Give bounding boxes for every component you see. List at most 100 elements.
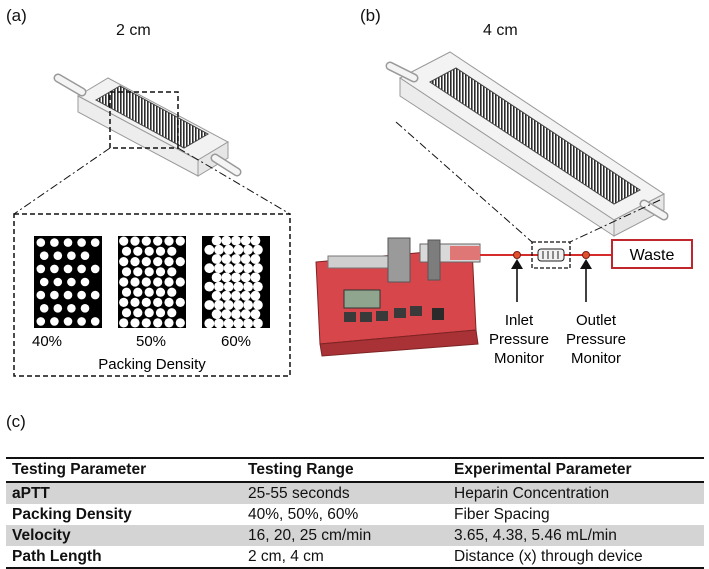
device-4cm-inlet-port	[385, 61, 419, 83]
fiber-circle	[153, 277, 163, 287]
fiber-circle	[240, 290, 251, 301]
fiber-circle	[240, 272, 251, 283]
panel-a-label: (a)	[6, 6, 27, 25]
figure-canvas: 40% 50% 60% Packing Density	[13, 51, 693, 377]
fiber-circle	[53, 251, 63, 260]
pump-knob	[432, 308, 444, 320]
fiber-circle	[80, 304, 90, 313]
fiber-circle	[130, 297, 140, 307]
waste-box	[611, 239, 693, 269]
fiber-circle	[50, 290, 59, 300]
table-cell: Fiber Spacing	[454, 505, 550, 523]
outlet-label-line1: Outlet	[576, 312, 617, 329]
outlet-label-line2: Pressure	[566, 331, 626, 348]
table-cell: Distance (x) through device	[448, 546, 704, 569]
table-header-row: Testing Parameter Testing Range Experime…	[6, 457, 704, 483]
fiber-circle	[36, 264, 46, 274]
fiber-circle	[211, 254, 222, 264]
fiber-circle	[243, 318, 254, 329]
fiber-circle	[77, 238, 86, 247]
table-row: Velocity 16, 20, 25 cm/min 3.65, 4.38, 5…	[6, 525, 704, 546]
fiber-circle	[164, 236, 174, 246]
fiber-circle	[214, 281, 224, 292]
fiber-circle	[63, 290, 73, 300]
density-50-swatch	[118, 236, 186, 328]
table-cell: 40%, 50%, 60%	[248, 505, 359, 523]
fiber-circle	[221, 235, 232, 246]
fiber-circle	[133, 287, 143, 297]
outlet-sensor-dot	[582, 251, 590, 259]
fiber-circle	[211, 272, 222, 283]
device-in-line	[537, 248, 565, 262]
fiber-circle	[240, 254, 251, 264]
fiber-circle	[90, 290, 100, 300]
fiber-circle	[141, 257, 151, 267]
header-testing-parameter: Testing Parameter	[6, 457, 242, 483]
syringe-fluid	[450, 246, 480, 260]
table-cell: 2 cm, 4 cm	[242, 546, 448, 569]
fiber-circle	[39, 277, 49, 287]
pump-button	[410, 306, 422, 316]
fiber-circle	[223, 263, 234, 274]
fiber-circle	[119, 236, 129, 246]
pump-rail	[327, 255, 395, 269]
fiber-circle	[144, 287, 154, 297]
fiber-circle	[144, 246, 154, 256]
fiber-circle	[155, 287, 166, 297]
fiber-circle	[90, 238, 100, 247]
density-60-label: 60%	[221, 333, 251, 350]
fiber-circle	[77, 264, 86, 274]
fiber-circle	[141, 236, 151, 246]
fiber-circle	[80, 277, 90, 287]
fiber-circle	[231, 309, 241, 320]
fiber-circle	[240, 235, 251, 246]
pump-button	[394, 308, 406, 318]
fiber-circle	[50, 264, 59, 274]
fiber-circle	[231, 290, 241, 301]
pump-button	[376, 311, 388, 321]
fiber-circle	[221, 309, 232, 320]
fiber-circle	[221, 272, 232, 283]
fiber-circle	[133, 308, 143, 318]
table-cell: 25-55 seconds	[242, 482, 448, 504]
fiber-circle	[53, 277, 63, 287]
device-2cm-outlet-port	[210, 153, 242, 177]
fiber-circle	[167, 246, 177, 256]
fiber-circle	[231, 254, 241, 264]
fiber-circle	[155, 246, 166, 256]
fiber-circle	[63, 317, 73, 326]
fiber-circle	[130, 318, 140, 328]
fiber-circle	[130, 277, 140, 287]
fiber-circle	[253, 263, 263, 274]
fiber-circle	[253, 300, 263, 310]
fiber-circle	[250, 272, 261, 283]
fiber-circle	[214, 300, 224, 310]
fiber-circle	[121, 308, 132, 318]
fiber-circle	[221, 290, 232, 301]
fiber-circle	[155, 308, 166, 318]
packing-density-caption: Packing Density	[98, 356, 206, 373]
pump-button	[344, 312, 356, 322]
device-2cm-inlet-port	[53, 73, 87, 97]
fiber-circle	[253, 244, 263, 255]
inlet-label-line1: Inlet	[505, 312, 534, 329]
header-testing-range: Testing Range	[242, 457, 448, 483]
fiber-circle	[250, 254, 261, 264]
fiber-circle	[233, 263, 244, 274]
fiber-circle	[231, 272, 241, 283]
fiber-circle	[36, 317, 46, 326]
fiber-circle	[250, 290, 261, 301]
fiber-circle	[80, 251, 90, 260]
fiber-circle	[121, 246, 132, 256]
inlet-label-line2: Pressure	[489, 331, 549, 348]
fiber-circle	[119, 277, 129, 287]
table-cell: Packing Density	[12, 505, 132, 523]
fiber-circle	[133, 267, 143, 277]
fiber-circle	[233, 318, 244, 329]
testing-parameters-table: Testing Parameter Testing Range Experime…	[6, 457, 704, 569]
table-row: aPTT 25-55 seconds Heparin Concentration	[6, 482, 704, 504]
density-40-swatch	[34, 236, 102, 328]
fiber-circle	[144, 267, 154, 277]
fiber-circle	[39, 251, 49, 260]
fiber-circle	[243, 244, 254, 255]
